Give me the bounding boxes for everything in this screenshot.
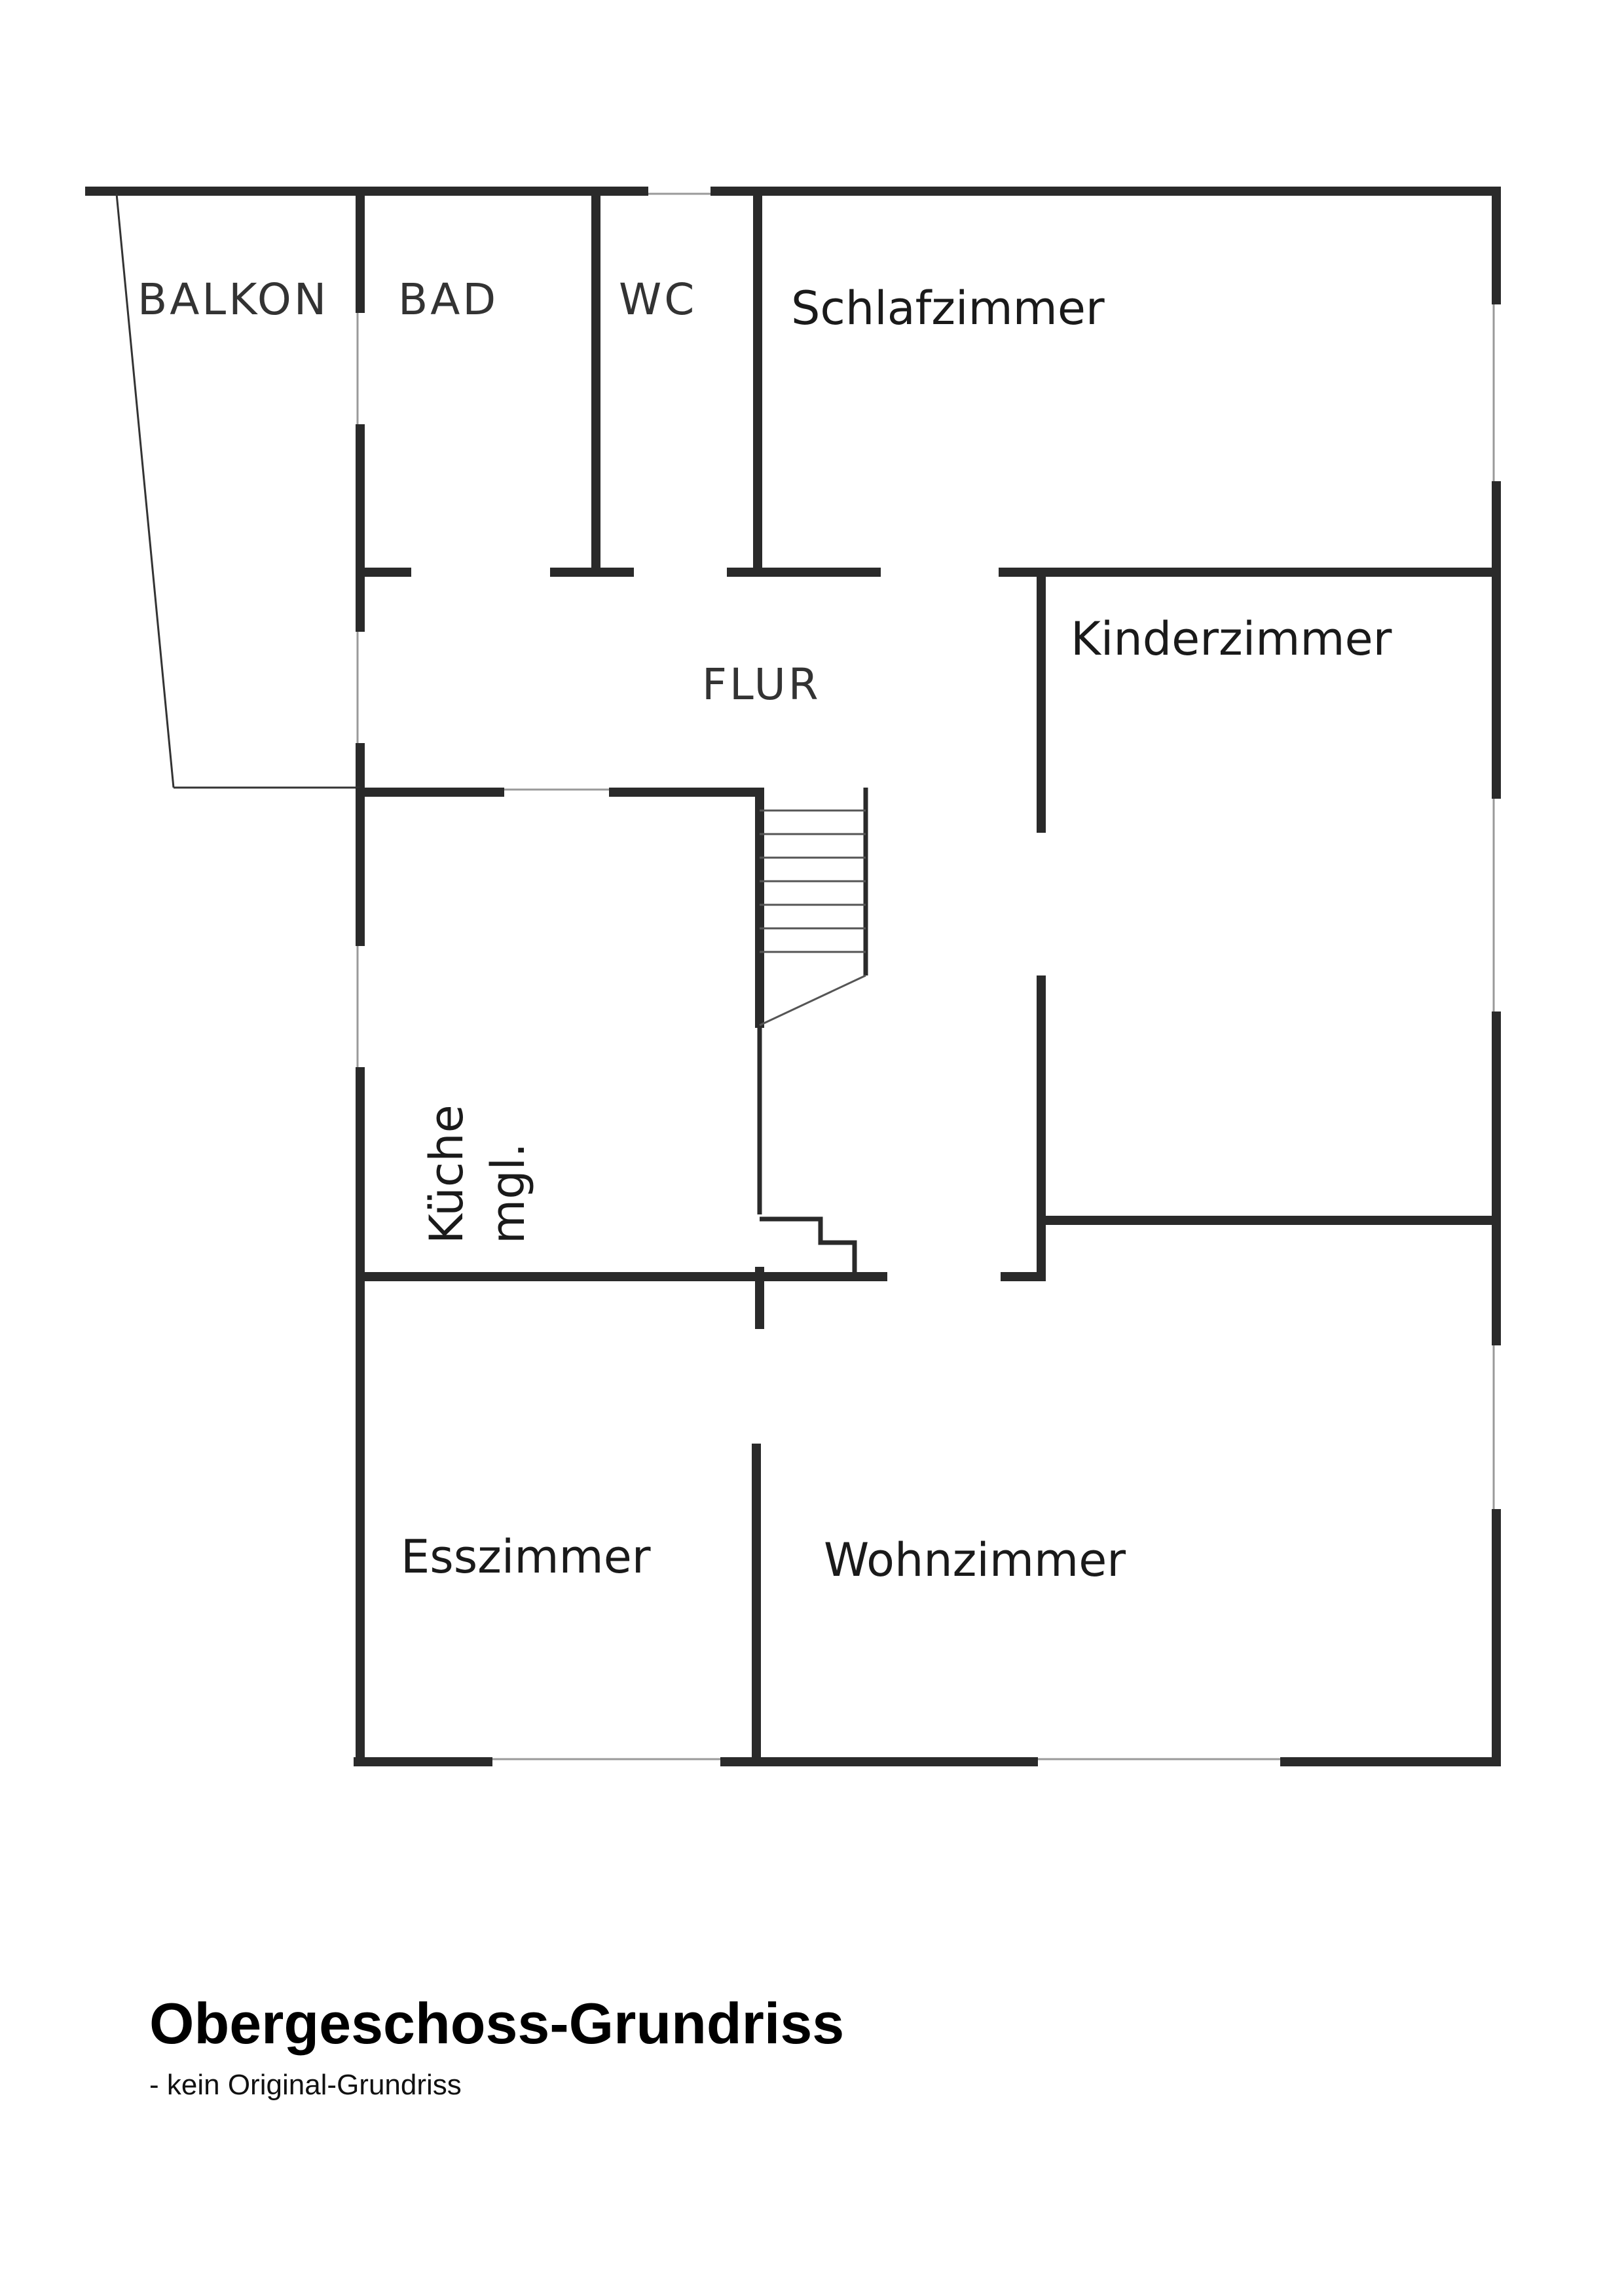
label-balkon: BALKON — [138, 274, 329, 325]
page-title: Obergeschoss-Grundriss — [149, 1991, 845, 2056]
page-subtitle: - kein Original-Grundriss — [149, 2069, 462, 2101]
label-wohnzimmer: Wohnzimmer — [824, 1533, 1126, 1587]
exterior-walls — [85, 187, 1501, 1766]
label-bad: BAD — [398, 274, 498, 325]
label-schlafzimmer: Schlafzimmer — [791, 282, 1105, 335]
label-kinderzimmer: Kinderzimmer — [1071, 612, 1392, 666]
interior-walls — [356, 191, 1501, 1766]
label-kueche-mgl: mgl. — [481, 1143, 535, 1244]
balcony-edge — [115, 193, 175, 788]
label-kueche: Küche — [420, 1104, 473, 1244]
balcony-outline — [115, 193, 360, 789]
staircase — [759, 788, 868, 1277]
label-esszimmer: Esszimmer — [401, 1530, 651, 1584]
stair-diagonal — [759, 974, 866, 1027]
label-wc: WC — [619, 274, 697, 325]
stair-lower-steps — [760, 1216, 857, 1277]
label-flur: FLUR — [702, 659, 821, 710]
room-labels: BALKON BAD WC Schlafzimmer FLUR Kinderzi… — [138, 274, 1392, 1587]
